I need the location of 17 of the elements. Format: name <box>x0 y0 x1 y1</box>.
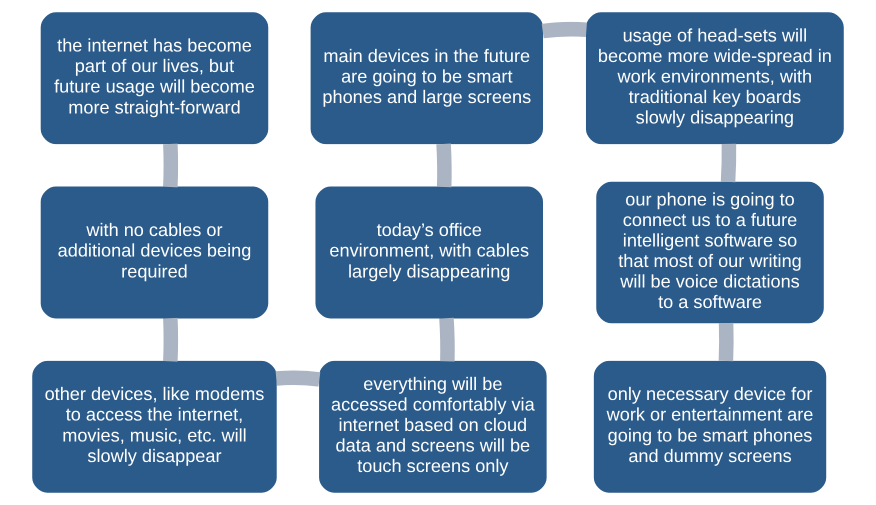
node-box: main devices in the future are going to be smart phones and large screens <box>310 12 543 144</box>
node-box: the internet has become part of our lives, but future usage will become more straight-forward <box>40 12 268 144</box>
connector <box>718 322 734 362</box>
node-box: today’s office environment, with cables largely disappearing <box>315 186 543 318</box>
node-box: usage of head-sets will become more wide-spread in work environments, with traditional key boards slowly disappearing <box>586 12 844 144</box>
node-box: our phone is going to connect us to a future intelligent software so that most of our writing will be voice dictations to a software <box>596 182 824 324</box>
connector <box>436 144 452 188</box>
connector <box>542 22 587 38</box>
connector <box>439 318 455 362</box>
connector <box>720 144 736 182</box>
node-box: with no cables or additional devices being required <box>40 186 268 318</box>
connector <box>163 318 178 362</box>
connector <box>276 370 320 387</box>
node-box: only necessary device for work or entertainment are going to be smart phones and dummy screens <box>594 360 826 493</box>
node-box: everything will be accessed comfortably via internet based on cloud data and screens will be touch screens only <box>319 360 547 493</box>
connector <box>163 144 178 188</box>
node-box: other devices, like modems to access the internet, movies, music, etc. will slowly disappear <box>32 360 277 493</box>
